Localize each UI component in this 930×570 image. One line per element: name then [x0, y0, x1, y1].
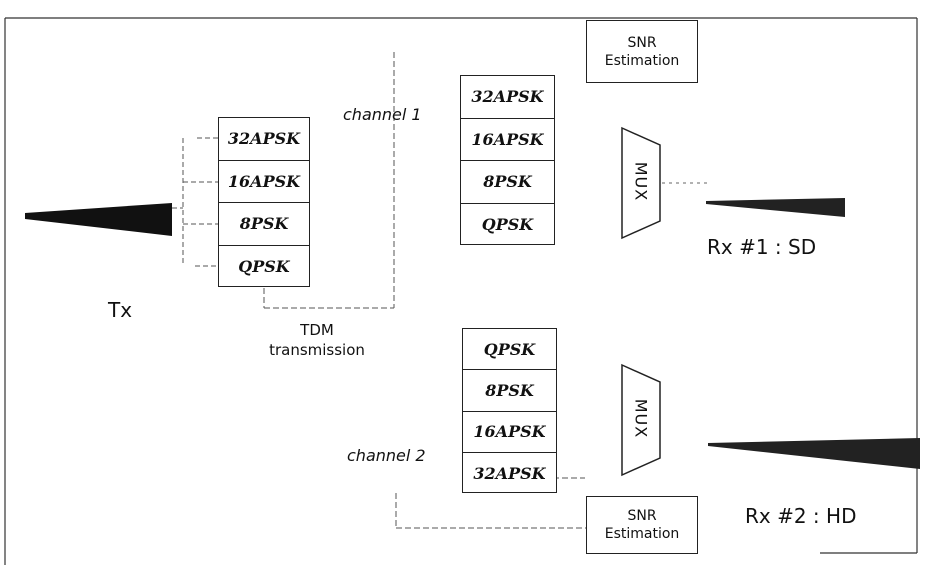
snr-estimation-1-box: SNR Estimation — [586, 20, 698, 83]
channel-1-label: channel 1 — [343, 105, 422, 124]
ch2-mod-cell: QPSK — [463, 329, 556, 371]
ch1-mod-cell: 16APSK — [461, 119, 554, 161]
ch1-mod-cell: 8PSK — [461, 161, 554, 204]
ch2-mod-cell: 32APSK — [473, 463, 546, 483]
ch2-mod-cell: 8PSK — [463, 370, 556, 412]
snr2-line1: SNR — [627, 508, 657, 524]
snr1-line1: SNR — [627, 34, 657, 51]
tx-feed-lines — [172, 137, 218, 267]
channel-2-modulation-stack: QPSK 8PSK 16APSK 32APSK — [462, 328, 557, 493]
tx-mod-cell: 16APSK — [219, 161, 309, 203]
tx-mod-cell: QPSK — [238, 257, 290, 277]
mux-2-shape — [621, 363, 661, 477]
mux-1-label: MUX — [631, 161, 651, 202]
rx2-label: Rx #2 : HD — [745, 504, 857, 528]
ch2-mod-cell: 16APSK — [463, 412, 556, 453]
tx-mod-cell: 32APSK — [219, 118, 309, 161]
ch1-mod-cell: QPSK — [481, 215, 534, 235]
ch1-mod-cell: 32APSK — [461, 76, 554, 119]
snr2-line2: Estimation — [604, 526, 680, 542]
rx2-antenna — [708, 438, 920, 469]
snr1-line2: Estimation — [604, 52, 680, 69]
snr-estimation-2-box: SNR Estimation — [586, 496, 698, 554]
tx-label: Tx — [108, 298, 133, 322]
tdm-path — [263, 52, 395, 309]
rx1-antenna — [706, 198, 845, 217]
tdm-label-line1: TDM — [300, 321, 334, 339]
tdm-label: TDM transmission — [262, 320, 372, 360]
snr2-path — [395, 477, 586, 529]
tx-mod-cell: 8PSK — [219, 203, 309, 246]
frame-border — [4, 17, 918, 565]
mux-2-label: MUX — [631, 398, 651, 439]
channel-1-modulation-stack: 32APSK 16APSK 8PSK QPSK — [460, 75, 555, 245]
channel-2-label: channel 2 — [347, 446, 426, 465]
tdm-label-line2: transmission — [269, 341, 365, 359]
rx1-label: Rx #1 : SD — [707, 235, 817, 259]
tx-modulation-stack: 32APSK 16APSK 8PSK QPSK — [218, 117, 310, 287]
mux-1-shape — [621, 126, 661, 240]
tx-antenna — [25, 203, 172, 236]
